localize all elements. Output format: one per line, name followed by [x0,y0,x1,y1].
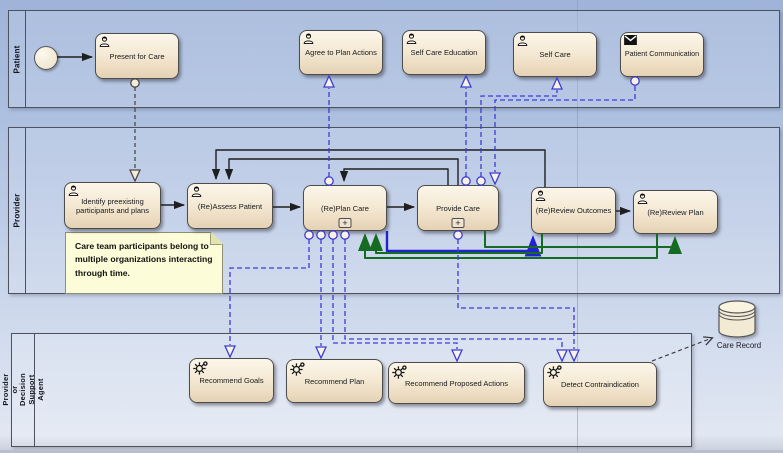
user-icon [99,36,110,49]
user-icon [303,33,314,46]
task-provide-care[interactable]: Provide Care + [417,185,499,231]
task-agree-to-plan-actions[interactable]: Agree to Plan Actions [299,30,383,75]
lane-label-agent: Provider or Decision Support Agent [0,334,44,446]
gear-icon [192,360,209,379]
subprocess-expand-marker[interactable]: + [338,218,352,228]
user-icon [68,185,79,198]
task-replan-care[interactable]: (Re)Plan Care + [303,185,387,231]
user-icon [535,190,546,203]
task-self-care[interactable]: Self Care [513,32,597,77]
lane-label-provider: Provider [9,128,26,293]
task-detect-contraindication[interactable]: Detect Contraindication [543,362,657,407]
user-icon [406,33,417,46]
task-recommend-plan[interactable]: Recommend Plan [286,359,383,403]
task-identify-preexisting[interactable]: Identify preexisting participants and pl… [64,182,161,229]
user-icon [637,193,648,206]
gear-icon [289,361,306,380]
canvas-bottom-edge [0,450,783,453]
task-reassess-patient[interactable]: (Re)Assess Patient [187,183,273,229]
task-recommend-goals[interactable]: Recommend Goals [189,358,274,403]
care-record-datastore[interactable] [716,300,758,345]
note-fold-corner [211,232,223,244]
task-recommend-proposed-actions[interactable]: Recommend Proposed Actions [388,362,525,404]
lane-label-patient: Patient [9,11,26,107]
task-present-for-care[interactable]: Present for Care [95,33,179,79]
envelope-icon [624,35,637,47]
start-event[interactable] [34,46,58,70]
subprocess-expand-marker[interactable]: + [451,218,465,228]
task-patient-communication[interactable]: Patient Communication [620,32,704,77]
task-review-outcomes[interactable]: (Re)Review Outcomes [531,187,616,234]
task-review-plan[interactable]: (Re)Review Plan [633,190,718,234]
gear-icon [391,364,408,383]
gear-icon [546,364,563,383]
user-icon [517,35,528,48]
user-icon [191,186,202,199]
datastore-label: Care Record [716,341,762,350]
annotation-note[interactable]: Care team participants belong to multipl… [65,232,223,294]
task-self-care-education[interactable]: Self Care Education [402,30,486,75]
cylinder-icon [716,300,758,344]
